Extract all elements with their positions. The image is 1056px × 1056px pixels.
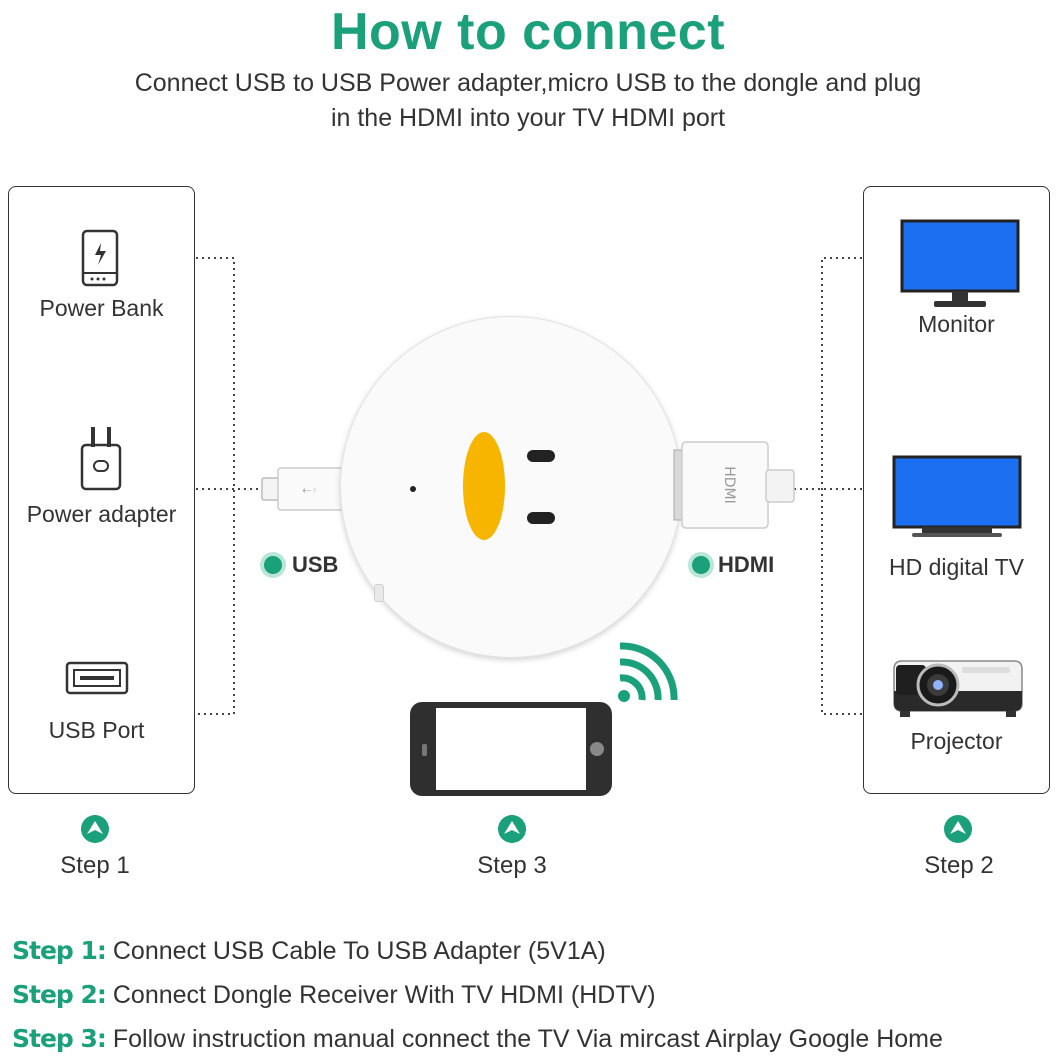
hdmi-plug-text: HDMI [721,466,737,504]
source-panel: Power Bank Power adapter USB Port [8,186,195,794]
step3-label: Step 3 [477,852,547,879]
tv-icon [892,455,1022,537]
subtitle-line-2: in the HDMI into your TV HDMI port [330,104,726,132]
dongle-side-button[interactable] [374,584,384,602]
dongle-button[interactable] [463,432,505,540]
display-label-monitor: Monitor [918,311,995,337]
instruction-text: Connect Dongle Receiver With TV HDMI (HD… [112,981,656,1009]
usb-port-icon [65,661,129,695]
projector-icon [893,660,1023,717]
step1-marker-icon [81,815,109,843]
instruction-separator: : [96,936,107,965]
display-label-hd-digital-tv: HD digital TV [888,554,1025,580]
usb-marker-icon [264,556,282,574]
instruction-separator: : [96,980,107,1009]
instruction-text: Connect USB Cable To USB Adapter (5V1A) [112,937,606,965]
display-label-projector: Projector [910,728,1003,754]
svg-text:⇠◦: ⇠◦ [302,484,318,497]
dongle-receiver [340,316,682,658]
step1-label: Step 1 [60,852,130,879]
hdmi-plug: HDMI [673,441,795,529]
instruction-step-3: Step 3: Follow instruction manual connec… [12,1024,943,1054]
dongle-slot-top [527,450,555,462]
source-label-power-bank: Power Bank [39,295,164,321]
subtitle-line-1: Connect USB to USB Power adapter,micro U… [134,69,922,97]
instruction-key: Step 1 [12,936,98,965]
wifi-signal-icon [618,642,678,702]
step2-label: Step 2 [924,852,994,879]
source-label-power-adapter: Power adapter [26,501,177,527]
smartphone-icon [410,702,612,796]
hdmi-label: HDMI [718,552,775,577]
display-panel: Monitor HD digital TV Projector [863,186,1050,794]
instruction-key: Step 2 [12,980,98,1009]
micro-usb-plug: ⇠◦ [261,467,347,511]
step2-marker-icon [944,815,972,843]
monitor-icon [900,219,1020,307]
step3-marker-icon [498,815,526,843]
dongle-slot-bottom [527,512,555,524]
hdmi-marker-icon [692,556,710,574]
page-title: How to connect [330,3,726,61]
power-bank-icon [81,229,119,287]
dongle-indicator-light [410,486,416,492]
instruction-step-2: Step 2: Connect Dongle Receiver With TV … [12,980,656,1010]
instruction-step-1: Step 1: Connect USB Cable To USB Adapter… [12,936,606,966]
instruction-text: Follow instruction manual connect the TV… [112,1025,943,1053]
source-label-usb-port: USB Port [48,717,145,743]
power-adapter-icon [80,427,122,491]
usb-label: USB [292,552,339,577]
instruction-key: Step 3 [12,1024,98,1053]
instruction-separator: : [96,1024,107,1053]
subtitle: Connect USB to USB Power adapter,micro U… [40,66,1016,136]
